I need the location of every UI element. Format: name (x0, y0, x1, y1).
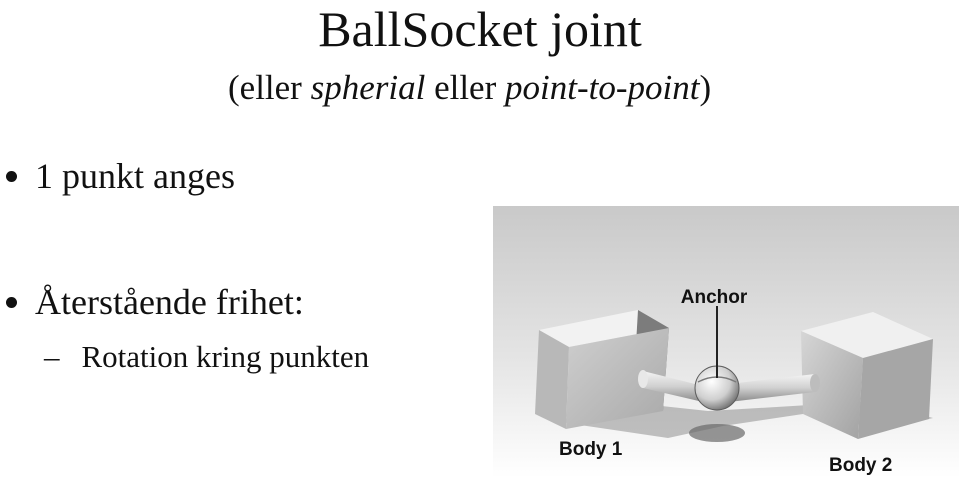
bullet-item-1: 1 punkt anges (6, 156, 235, 196)
subtitle-term-point-to-point: point-to-point (505, 68, 700, 107)
subtitle-close: ) (699, 68, 712, 107)
dash-icon: – (44, 339, 60, 374)
body-2-cube (801, 312, 933, 439)
slide-title: BallSocket joint (318, 1, 642, 57)
sub-bullet-item: –Rotation kring punkten (44, 339, 369, 375)
label-body-2: Body 2 (829, 455, 892, 476)
ballsocket-illustration: Anchor Body 1 Body 2 (493, 206, 959, 478)
connecting-rods (638, 370, 820, 402)
subtitle-term-spherial: spherial (310, 68, 426, 107)
ballsocket-figure: Anchor Body 1 Body 2 (493, 206, 959, 478)
body-1-cube (535, 310, 669, 429)
label-anchor: Anchor (681, 287, 748, 308)
slide-subtitle: (eller spherial eller point-to-point) (228, 66, 711, 110)
sub-bullet-text: Rotation kring punkten (81, 339, 370, 374)
bullet-text: Återstående frihet: (35, 282, 304, 322)
subtitle-open: (eller (228, 68, 311, 107)
bullet-text: 1 punkt anges (35, 156, 235, 196)
bullet-dot-icon (6, 171, 17, 183)
label-body-1: Body 1 (559, 439, 623, 460)
ball-shadow (689, 424, 745, 442)
subtitle-mid: eller (425, 68, 505, 107)
bullet-dot-icon (6, 297, 17, 309)
bullet-item-2: Återstående frihet: (6, 282, 304, 322)
